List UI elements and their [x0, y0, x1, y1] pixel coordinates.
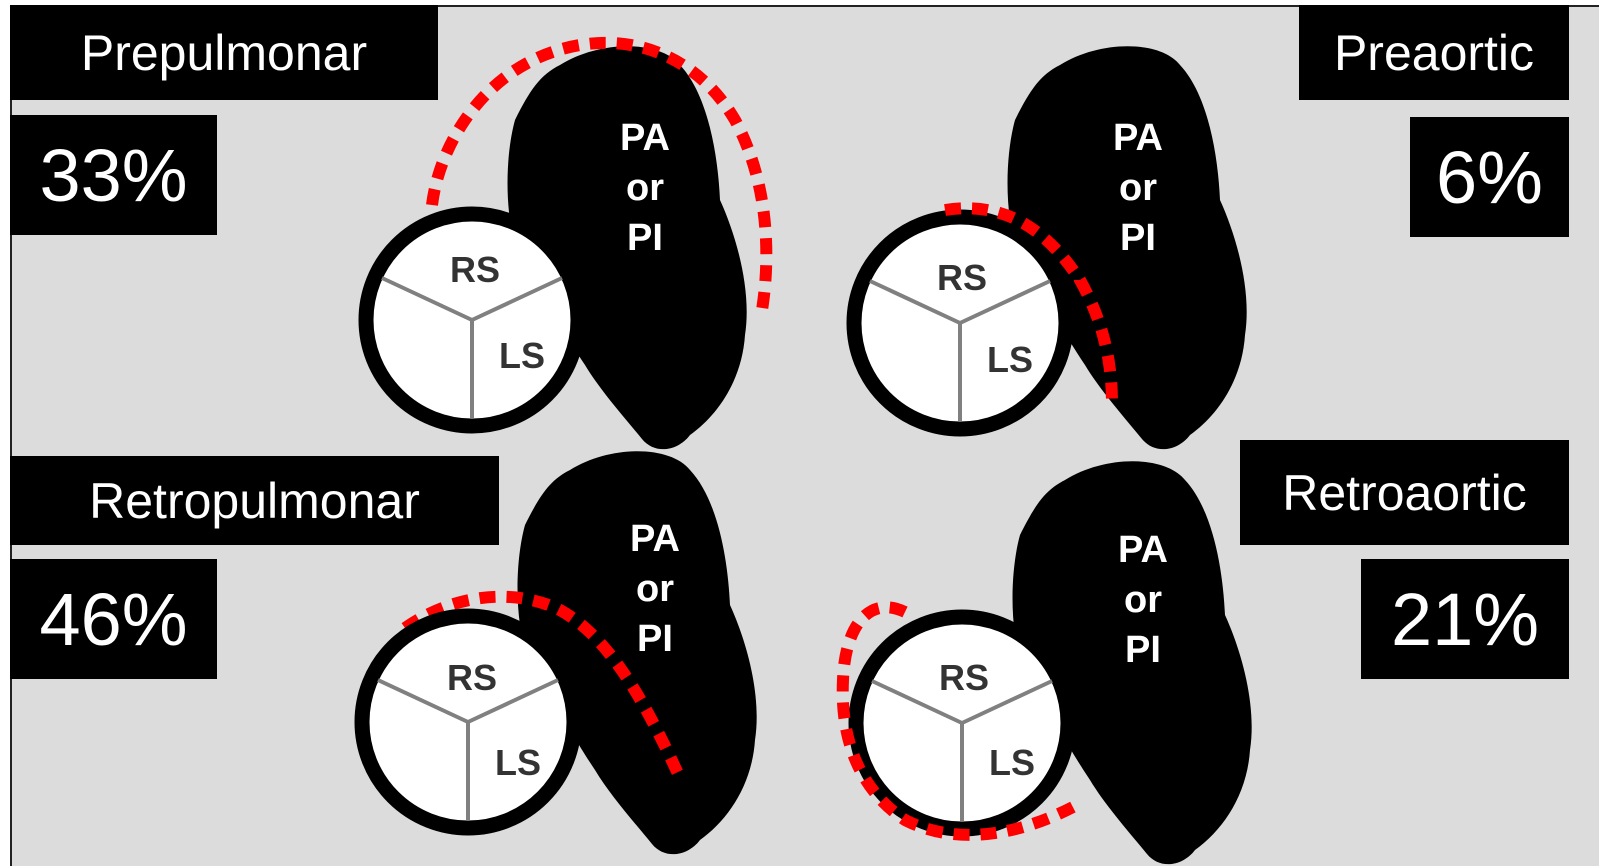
retropulmonar-course-line — [401, 590, 686, 781]
retropulmonar-title: Retropulmonar — [10, 456, 499, 545]
retroaortic-course-line — [836, 601, 1078, 841]
svg-text:PA: PA — [620, 117, 670, 159]
prepulmonar-ls-label: LS — [499, 335, 545, 376]
preaortic-course-line — [944, 202, 1118, 406]
retroaortic-rs-label: RS — [939, 657, 989, 698]
retroaortic-ls-label: LS — [989, 742, 1035, 783]
preaortic-ls-label: LS — [987, 339, 1033, 380]
svg-text:PI: PI — [1120, 217, 1156, 259]
svg-text:PA: PA — [1118, 529, 1168, 571]
prepulmonar-aortic-valve — [366, 214, 578, 426]
retropulmonar-rs-label: RS — [447, 657, 497, 698]
prepulmonar-rs-label: RS — [450, 249, 500, 290]
prepulmonar-vessel-label: PA or PI — [620, 117, 670, 259]
retroaortic-vessel-label: PA or PI — [1118, 529, 1168, 671]
svg-text:or: or — [636, 568, 674, 610]
retropulmonar-aortic-valve — [362, 616, 574, 828]
retroaortic-aortic-valve — [856, 617, 1068, 829]
preaortic-rs-label: RS — [937, 257, 987, 298]
svg-text:PI: PI — [637, 618, 673, 660]
retroaortic-title: Retroaortic — [1240, 440, 1569, 545]
preaortic-vessel-label: PA or PI — [1113, 117, 1163, 259]
svg-text:PI: PI — [1125, 629, 1161, 671]
preaortic-title: Preaortic — [1299, 5, 1569, 100]
retroaortic-percent: 21% — [1361, 559, 1569, 679]
prepulmonar-title: Prepulmonar — [10, 5, 438, 100]
preaortic-percent: 6% — [1410, 117, 1569, 237]
svg-text:or: or — [1119, 167, 1157, 209]
svg-text:or: or — [1124, 579, 1162, 621]
svg-text:PA: PA — [1113, 117, 1163, 159]
diagram-panel — [10, 5, 1599, 866]
prepulmonar-course-line — [426, 36, 773, 311]
retropulmonar-ls-label: LS — [495, 742, 541, 783]
svg-text:PI: PI — [627, 217, 663, 259]
svg-text:or: or — [626, 167, 664, 209]
preaortic-aortic-valve — [854, 217, 1066, 429]
retropulmonar-vessel-label: PA or PI — [630, 518, 680, 660]
svg-text:PA: PA — [630, 518, 680, 560]
prepulmonar-percent: 33% — [10, 115, 217, 235]
retropulmonar-percent: 46% — [10, 559, 217, 679]
